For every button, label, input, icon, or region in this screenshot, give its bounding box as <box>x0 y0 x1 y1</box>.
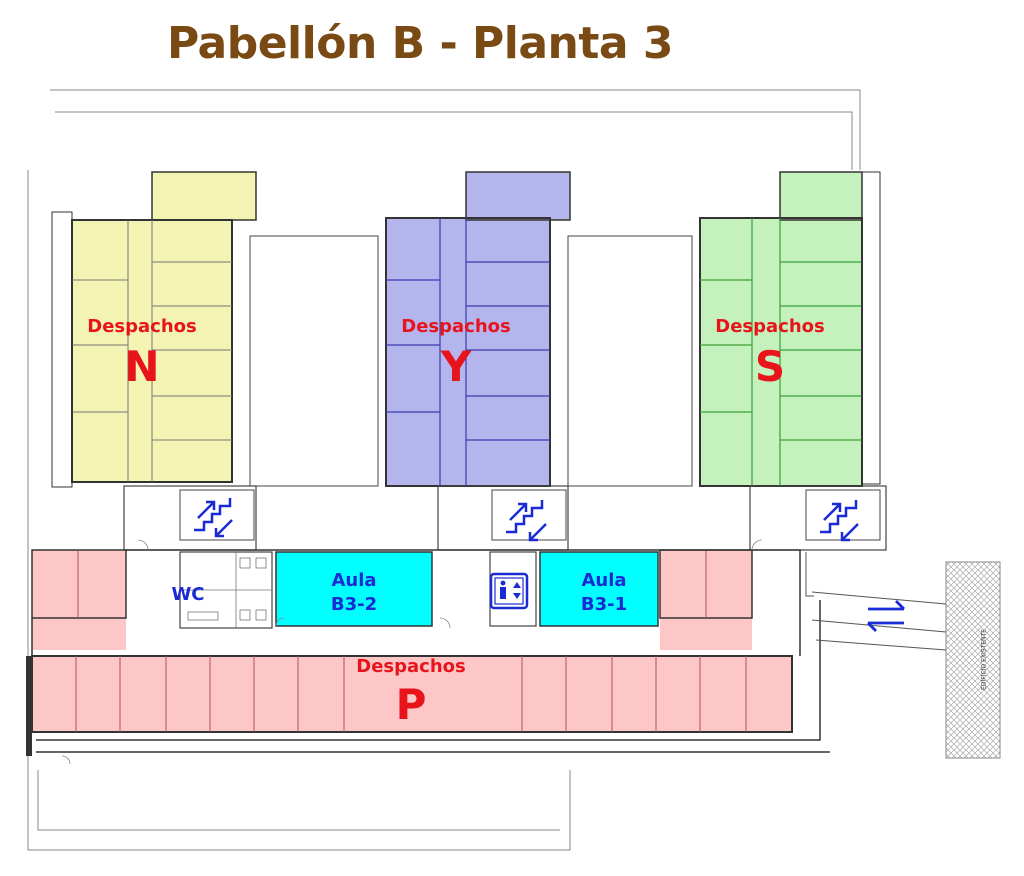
wing-y <box>385 171 571 487</box>
block-y-top-fill <box>466 172 570 220</box>
block-y-label: Despachos <box>401 316 511 337</box>
neighbor-building <box>945 561 1001 759</box>
wc-label: WC <box>171 584 205 605</box>
block-p-label: Despachos <box>356 656 466 677</box>
block-p-left-fill <box>32 550 126 650</box>
aula-b3-2-line1: Aula <box>331 570 377 591</box>
wing-s <box>699 171 881 487</box>
aula-b3-2-line2: B3-2 <box>330 594 378 615</box>
block-n-top-fill <box>152 172 256 220</box>
block-s-label: Despachos <box>715 316 825 337</box>
block-s-top-fill <box>780 172 862 220</box>
aula-b3-1-line2: B3-1 <box>580 594 628 615</box>
block-y-fill <box>386 218 550 486</box>
stairs-icon <box>820 500 859 542</box>
aula-b3-2-fill <box>275 551 433 627</box>
aula-b3-1-line1: Aula <box>581 570 627 591</box>
wing-n <box>51 171 257 488</box>
stairs-icon <box>506 500 547 542</box>
wc-room <box>179 551 273 629</box>
neighbor-building-label: EDIFICIO EXISTENTE <box>980 629 988 690</box>
site-outline <box>27 89 861 851</box>
wing-p <box>26 549 793 756</box>
aula-b3-1-fill <box>539 551 659 627</box>
block-p-letter: P <box>395 680 427 729</box>
stairs-icon <box>194 498 233 538</box>
block-p-strip-fill <box>32 656 792 732</box>
block-n-letter: N <box>124 342 160 391</box>
block-s-letter: S <box>754 342 786 391</box>
courtyard-2 <box>567 235 693 487</box>
page-title: Pabellón B - Planta 3 <box>166 18 674 69</box>
block-n-label: Despachos <box>87 316 197 337</box>
block-y-letter: Y <box>440 342 472 391</box>
courtyard-1 <box>249 235 379 487</box>
two-way-arrows-icon <box>867 600 905 632</box>
elevator-icon <box>489 572 529 610</box>
block-s-fill <box>700 218 862 486</box>
